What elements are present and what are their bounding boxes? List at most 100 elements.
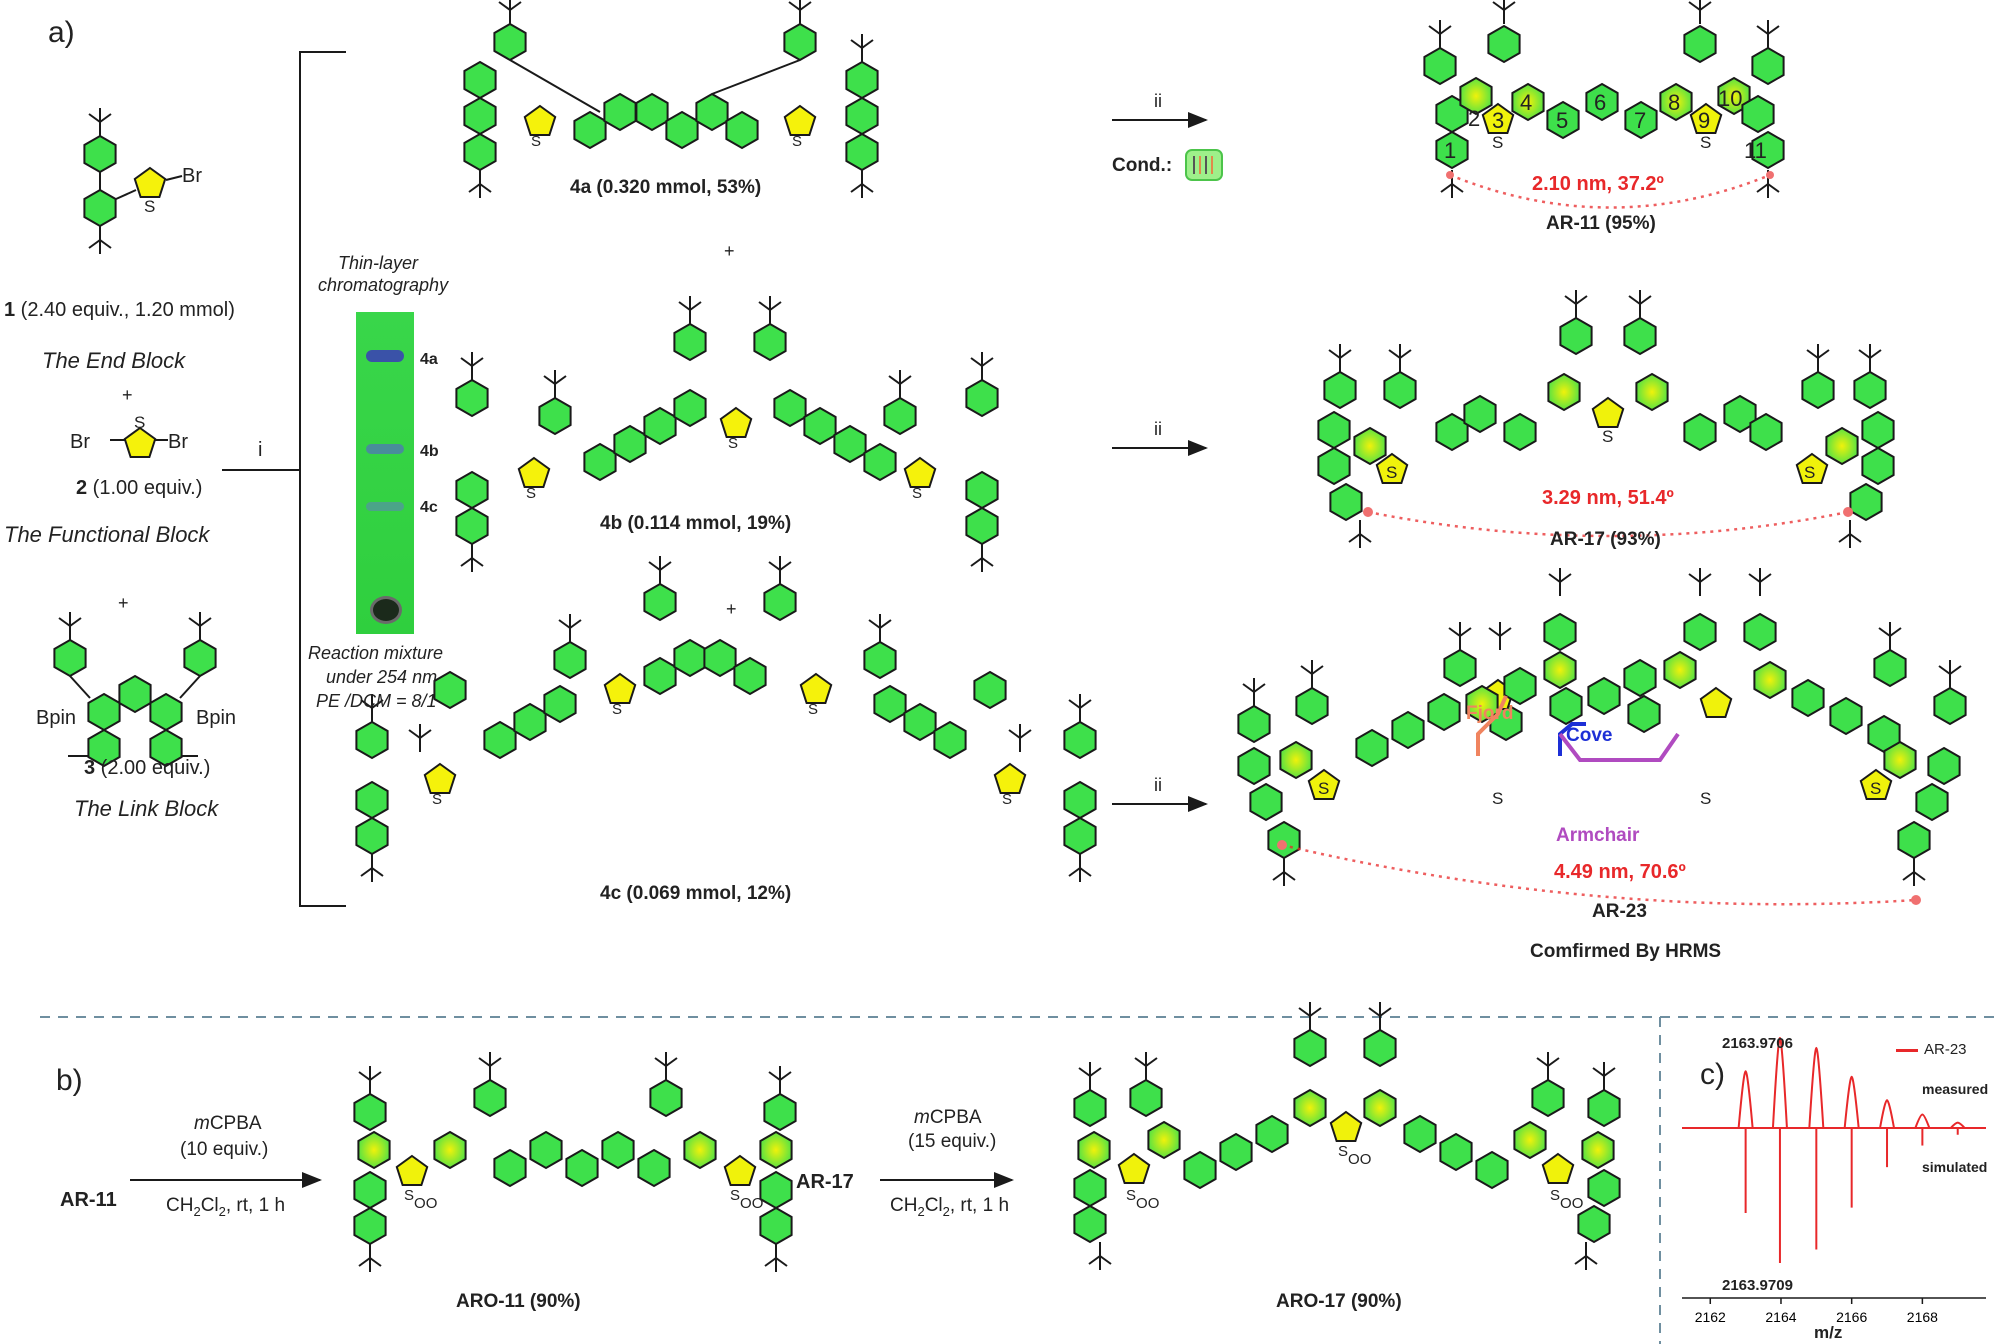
ring-number-4: 4 xyxy=(1520,90,1533,115)
plus-sign-1: + xyxy=(122,385,133,405)
oxidation-2-reagent-prefix: m xyxy=(914,1107,930,1128)
aro17-o-right-1: O xyxy=(1560,1195,1572,1212)
ar11-s-left: S xyxy=(1492,133,1504,152)
aro17-so2-left: SOO xyxy=(1126,1187,1159,1211)
aro11-name: ARO-11 xyxy=(456,1291,525,1312)
4c-s-3: S xyxy=(808,701,819,718)
ring-number-7: 7 xyxy=(1634,108,1647,133)
ring-number-2: 2 xyxy=(1468,106,1481,131)
aro17-o-left-2: O xyxy=(1147,1195,1160,1212)
4c-yield: 12% xyxy=(746,883,785,904)
4b-s-1: S xyxy=(526,485,537,502)
product-ar17-structure xyxy=(1317,289,1895,549)
tlc-plate xyxy=(356,312,414,634)
panel-label-c: c) xyxy=(1700,1058,1725,1091)
ar11-metrics: 2.10 nm, 37.2º xyxy=(1532,173,1664,195)
aro11-yield: (90%) xyxy=(524,1291,581,1312)
4b-yield: 19% xyxy=(746,513,785,534)
ar11-s-right: S xyxy=(1700,133,1712,152)
aro11-o-right-2: O xyxy=(751,1195,764,1212)
aro17-s-left: S xyxy=(1126,1187,1137,1204)
ms-x-tick-label-2: 2166 xyxy=(1836,1309,1867,1325)
oxidation-2-cond-b: Cl xyxy=(924,1195,943,1216)
tlc-label-4a: 4a xyxy=(420,351,438,368)
oxidation-1-reagent-name: CPBA xyxy=(209,1113,262,1134)
compound-3-bpin-left: Bpin xyxy=(36,707,77,729)
ar23-hrms-note: Comfirmed By HRMS xyxy=(1530,941,1722,962)
oxidation-1-cond-tail: , rt, 1 h xyxy=(225,1195,286,1216)
aro17-label: ARO-17 (90%) xyxy=(1276,1292,1402,1311)
ms-measured-peak-6 xyxy=(1949,1121,1966,1129)
compound-1-s: S xyxy=(144,197,156,216)
ring-number-10: 10 xyxy=(1718,86,1743,111)
ms-x-tick-label-3: 2168 xyxy=(1907,1309,1938,1325)
ring-number-6: 6 xyxy=(1594,90,1607,115)
fjord-label: Fjord xyxy=(1466,703,1514,724)
compound-2-br-left: Br xyxy=(70,431,90,453)
tlc-origin-spot xyxy=(370,596,402,624)
ring-number-11: 11 xyxy=(1744,138,1767,163)
4b-id: 4b xyxy=(600,513,623,534)
oxidation-1-cond-a: CH xyxy=(166,1195,194,1216)
ms-x-label: m/z xyxy=(1814,1323,1843,1342)
ms-measured-peak-1 xyxy=(1771,1036,1788,1129)
4c-id: 4c xyxy=(600,883,622,904)
ms-legend-label: AR-23 xyxy=(1924,1041,1967,1058)
4c-amount: (0.069 mmol, xyxy=(621,883,747,904)
4c-s-2: S xyxy=(612,701,623,718)
compound-1-label: 1 (2.40 equiv., 1.20 mmol) xyxy=(4,300,235,320)
ar17-label: AR-17 (93%) xyxy=(1550,530,1661,549)
tlc-caption-line2: under 254 nm xyxy=(326,667,438,687)
compound-1-detail: (2.40 equiv., 1.20 mmol) xyxy=(15,299,235,321)
compound-2-number: 2 xyxy=(76,477,88,499)
4a-s-left: S xyxy=(531,133,542,150)
ar23-s-1: S xyxy=(1318,779,1330,798)
cove-label: Cove xyxy=(1566,725,1613,746)
oxidation-1-equiv: (10 equiv.) xyxy=(180,1139,269,1160)
light-source-icon xyxy=(1185,149,1223,181)
ms-legend-swatch xyxy=(1896,1049,1918,1052)
tlc-spot-4c xyxy=(366,502,404,511)
cond-label: Cond.: xyxy=(1112,155,1173,176)
ar17-s-right: S xyxy=(1804,463,1816,482)
ms-measured-peak-4 xyxy=(1879,1099,1896,1129)
4c-s-4: S xyxy=(1002,791,1013,808)
4b-close: ) xyxy=(784,513,792,534)
oxidation-1-cond-sub2: 2 xyxy=(218,1203,226,1219)
oxidation-1-cond-b: Cl xyxy=(200,1195,219,1216)
aro17-o-left-1: O xyxy=(1136,1195,1148,1212)
end-block-label: The End Block xyxy=(42,348,186,373)
oxidation-1-reagent: mCPBA xyxy=(194,1114,262,1133)
ar23-label: AR-23 xyxy=(1592,902,1647,921)
step-ii-label-2: ii xyxy=(1154,419,1162,439)
tlc-caption-line1: Reaction mixture xyxy=(308,643,444,663)
aro11-o-left-2: O xyxy=(425,1195,438,1212)
compound-1-br: Br xyxy=(182,165,202,187)
compound-2-s: S xyxy=(134,413,146,432)
compound-1-structure xyxy=(83,107,183,255)
4c-close: ) xyxy=(784,883,792,904)
aro17-o-right-2: O xyxy=(1571,1195,1584,1212)
oxidation-2-cond: CH2Cl2, rt, 1 h xyxy=(890,1196,1009,1218)
compound-3-structure xyxy=(53,611,217,767)
plus-sign-4: + xyxy=(726,599,737,619)
ms-measured-peak-5 xyxy=(1914,1113,1931,1129)
ar23-s-4: S xyxy=(1870,779,1882,798)
compound-2-label: 2 (1.00 equiv.) xyxy=(76,478,202,498)
tlc-spot-4a xyxy=(366,350,404,362)
compound-1-number: 1 xyxy=(4,299,16,321)
aro17-s-mid: S xyxy=(1338,1143,1349,1160)
aro17-s-right: S xyxy=(1550,1187,1561,1204)
ar17-yield: (93%) xyxy=(1604,529,1661,550)
product-aro11-structure xyxy=(353,1051,797,1273)
4a-id: 4a xyxy=(570,177,592,198)
link-block-label: The Link Block xyxy=(74,796,219,821)
ar23-s-3: S xyxy=(1700,789,1712,808)
ar23-name: AR-23 xyxy=(1592,901,1647,922)
product-ar11-structure xyxy=(1423,0,1785,209)
plus-sign-3: + xyxy=(724,241,735,261)
ar17-s-mid: S xyxy=(1602,427,1614,446)
plus-sign-2: + xyxy=(118,593,129,613)
aro11-o-right-1: O xyxy=(740,1195,752,1212)
